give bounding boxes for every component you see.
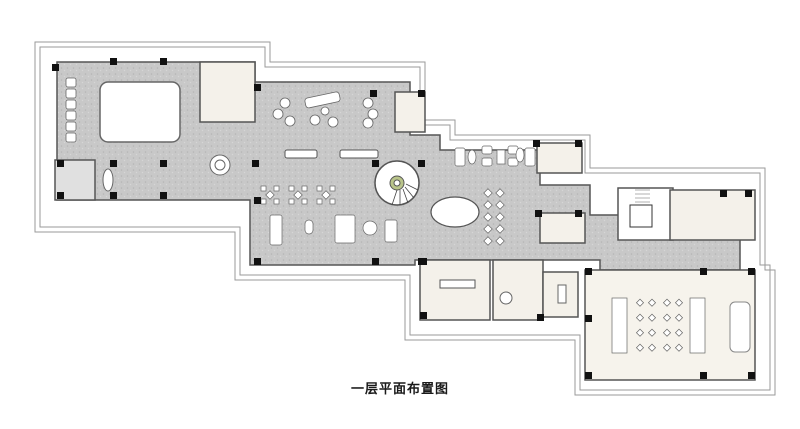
lounge-seating-north: [272, 91, 379, 129]
spiral-stair: [374, 160, 420, 206]
drawing-title: 一层平面布置图: [350, 382, 449, 397]
oval-conference-table: [430, 196, 480, 228]
dining-tables-lounge: [260, 185, 398, 246]
east-office: [536, 142, 583, 174]
counter-2: [339, 149, 379, 159]
banquet-hall: [584, 269, 756, 381]
stage: [729, 301, 751, 353]
round-feature: [209, 154, 231, 176]
banquet-tables: [611, 297, 706, 354]
meeting-room-b: [492, 259, 544, 321]
north-east-room: [394, 91, 426, 133]
stair-core: [617, 187, 674, 241]
diamond-table-grid: [483, 188, 505, 246]
oval-feature: [102, 168, 114, 192]
site-outline: [34, 41, 776, 396]
east-small-room: [539, 212, 586, 244]
north-service-room: [199, 61, 256, 123]
counter-1: [284, 149, 318, 159]
west-seating: [65, 77, 77, 143]
east-lounge-seating: [454, 145, 536, 167]
meeting-room-a: [419, 259, 491, 321]
structural-columns: [52, 58, 755, 379]
meeting-room-a-table: [439, 279, 476, 289]
pool-room: [99, 81, 181, 143]
restrooms: [669, 189, 756, 241]
